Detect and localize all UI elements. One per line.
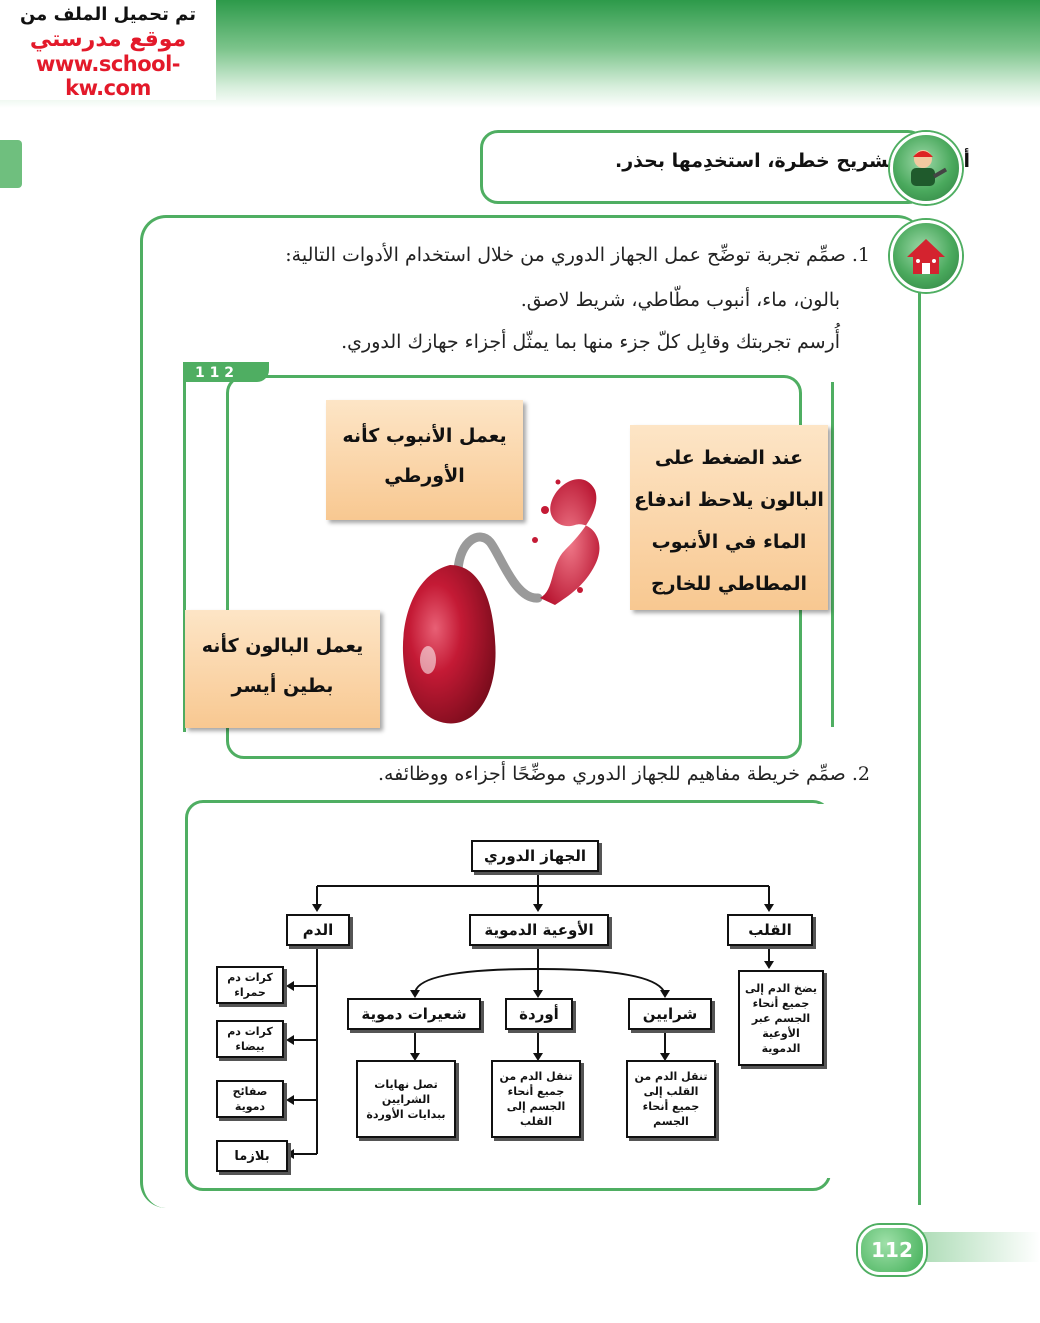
experiment-corner-tab: 1 1 2 xyxy=(183,362,269,382)
watermark-line1: تم تحميل الملف من xyxy=(19,4,196,25)
activity-frame-edge xyxy=(918,240,921,1205)
map-arteries: شرايين xyxy=(628,998,712,1030)
map-rbc: كرات دم حمراء xyxy=(216,966,284,1004)
map-veins: أوردة xyxy=(505,998,573,1030)
note-balloon-line1: يعمل البالون كأنه xyxy=(201,635,364,657)
note-tube-line2: الأورطي xyxy=(384,465,465,487)
note-press-line4: المطاطي للخارج xyxy=(650,573,808,595)
note-press-line3: الماء في الأنبوب xyxy=(651,531,807,553)
side-tab xyxy=(0,140,22,188)
map-heart-desc: يضخ الدم إلى جميع أنحاء الجسم عبر الأوعي… xyxy=(738,970,824,1066)
safety-banner xyxy=(480,130,926,204)
corner-label: 1 1 2 xyxy=(195,365,234,381)
map-capillaries: شعيرات دموية xyxy=(347,998,481,1030)
safety-worker-icon xyxy=(890,132,962,204)
experiment-frame-left xyxy=(183,372,186,732)
note-press-line1: عند الضغط على xyxy=(654,447,804,469)
watermark-url[interactable]: www.school-kw.com xyxy=(35,52,181,100)
rubber-tube xyxy=(453,532,543,603)
map-arteries-desc: تنقل الدم من القلب إلى جميع أنحاء الجسم xyxy=(626,1060,716,1138)
watermark-line2: موقع مدرستي xyxy=(29,27,187,52)
safety-text: أدوات التشريح خطرة، استخدِمها بحذر. xyxy=(615,150,970,172)
note-tube-aorta: يعمل الأنبوب كأنه الأورطي xyxy=(326,400,523,520)
balloon xyxy=(402,565,496,724)
task2-line1: 2. صمِّم خريطة مفاهيم للجهاز الدوري موضِ… xyxy=(377,763,870,785)
map-blood: الدم xyxy=(286,914,350,946)
note-water-push: عند الضغط على البالون يلاحظ اندفاع الماء… xyxy=(630,425,828,610)
balloon-illustration xyxy=(402,479,600,724)
map-wbc: كرات دم بيضاء xyxy=(216,1020,284,1058)
map-capillaries-desc: تصل نهايات الشرايين ببدايات الأوردة xyxy=(356,1060,456,1138)
site-watermark: تم تحميل الملف من موقع مدرستي www.school… xyxy=(0,0,216,100)
map-vessels: الأوعية الدموية xyxy=(469,914,609,946)
note-tube-line1: يعمل الأنبوب كأنه xyxy=(342,425,507,447)
concept-map-connectors xyxy=(286,870,774,1159)
map-root: الجهاز الدوري xyxy=(471,840,599,872)
activity-frame xyxy=(140,215,923,1208)
task1-line2: بالون، ماء، أنبوب مطّاطي، شريط لاصق. xyxy=(520,289,840,311)
map-heart: القلب xyxy=(727,914,813,946)
water-splash xyxy=(540,479,600,605)
home-activity-icon xyxy=(890,220,962,292)
task1-line1: 1. صمِّم تجربة توضِّح عمل الجهاز الدوري … xyxy=(285,244,870,266)
map-platelets: صفائح دموية xyxy=(216,1080,284,1118)
map-veins-desc: تنقل الدم من جميع أنحاء الجسم إلى القلب xyxy=(491,1060,581,1138)
task1-line3: أُرسم تجربتك وقابِل كلّ جزء منها بما يمث… xyxy=(341,331,840,353)
map-plasma: بلازما xyxy=(216,1140,288,1172)
experiment-frame-right xyxy=(831,382,834,727)
note-balloon-ventricle: يعمل البالون كأنه بطين أيسر xyxy=(185,610,380,728)
page-number: 112 xyxy=(858,1225,926,1275)
note-press-line2: البالون يلاحظ اندفاع xyxy=(634,489,824,511)
note-balloon-line2: بطين أيسر xyxy=(231,675,334,697)
footer-band xyxy=(910,1232,1040,1262)
